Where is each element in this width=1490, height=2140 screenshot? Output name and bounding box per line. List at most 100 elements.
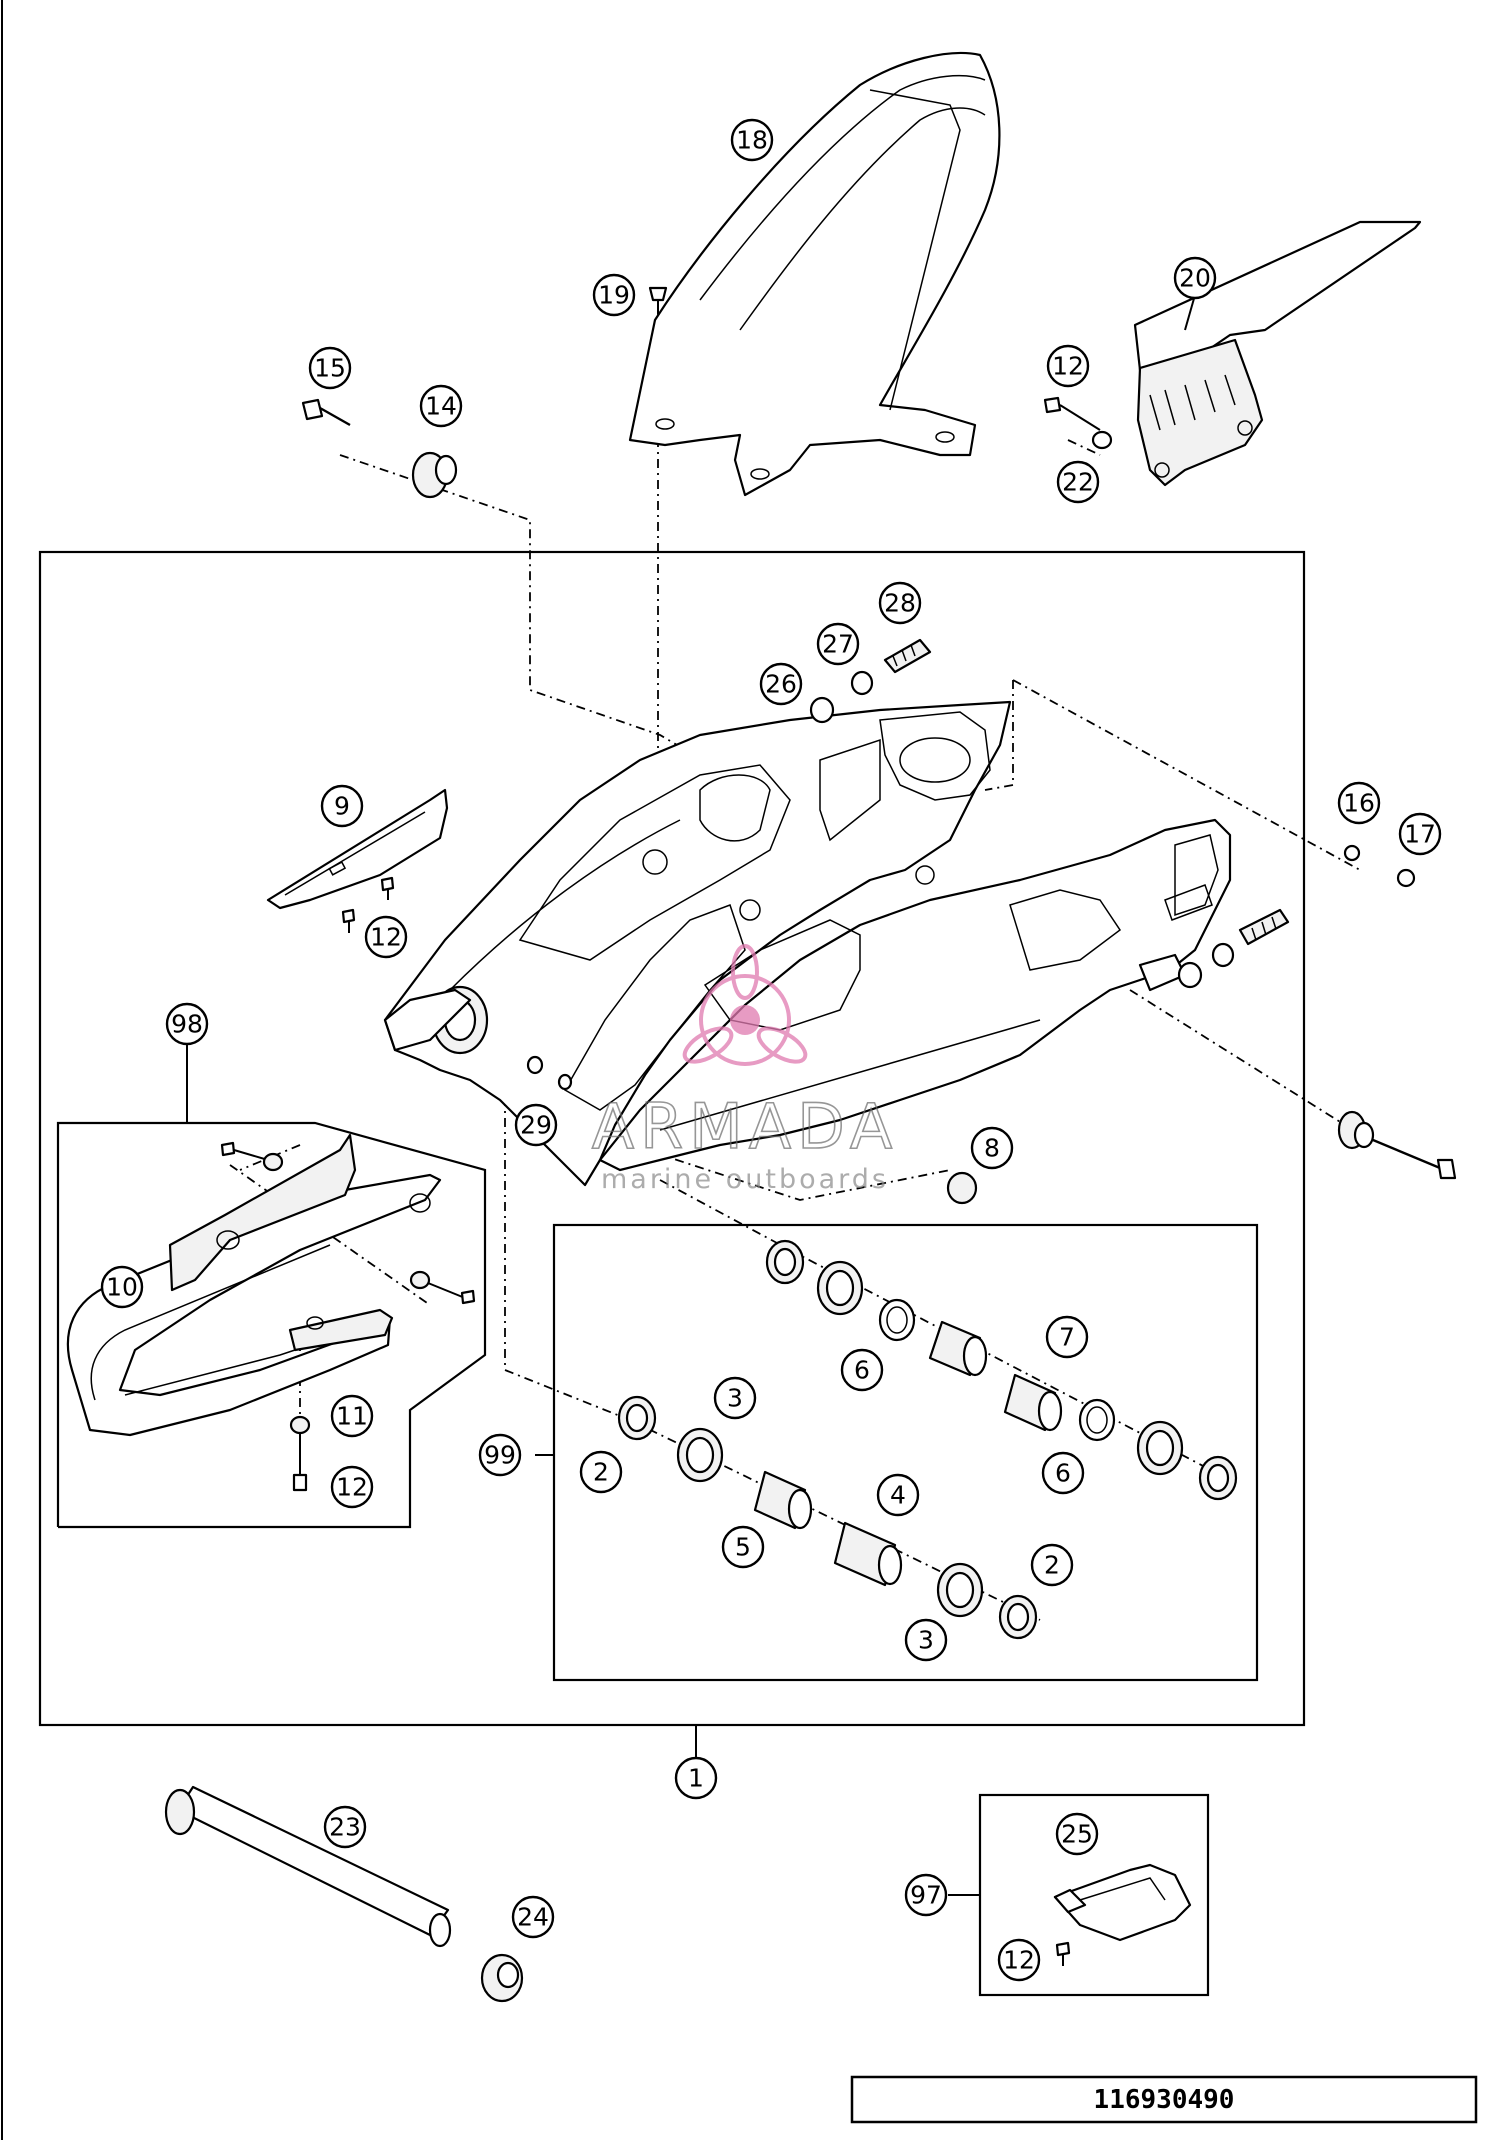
svg-text:12: 12 xyxy=(1003,1946,1035,1975)
callout-19: 19 xyxy=(592,273,636,317)
chain-guard-kit-frame xyxy=(56,1121,487,1529)
svg-text:3: 3 xyxy=(918,1626,934,1655)
part-number-box xyxy=(850,2075,1478,2124)
callout-12b: 12 xyxy=(364,915,408,959)
svg-text:24: 24 xyxy=(517,1903,549,1932)
guide-screw-lower xyxy=(409,1270,476,1305)
svg-text:7: 7 xyxy=(1059,1323,1075,1352)
svg-text:12: 12 xyxy=(1052,352,1084,381)
callout-3a: 3 xyxy=(713,1376,757,1420)
guard-washer xyxy=(1091,430,1113,450)
swingarm-right-arm xyxy=(598,818,1232,1172)
callout-14: 14 xyxy=(419,384,463,428)
bearing-kit-frame xyxy=(552,1223,1259,1682)
svg-text:25: 25 xyxy=(1061,1820,1093,1849)
callout-6a: 6 xyxy=(840,1348,884,1392)
svg-text:6: 6 xyxy=(1055,1459,1071,1488)
callout-8: 8 xyxy=(970,1126,1014,1170)
svg-text:16: 16 xyxy=(1343,789,1375,818)
svg-text:2: 2 xyxy=(1044,1551,1060,1580)
axle-bolt-right xyxy=(1337,1110,1457,1180)
callout-98: 98 xyxy=(165,1002,209,1046)
svg-text:17: 17 xyxy=(1404,820,1436,849)
watermark-logo xyxy=(682,944,808,1066)
svg-text:8: 8 xyxy=(984,1134,1000,1163)
callout-15: 15 xyxy=(308,346,352,390)
bearing-row-upper xyxy=(765,1239,1238,1501)
callout-4: 4 xyxy=(876,1473,920,1517)
plug-29 xyxy=(526,1055,544,1075)
guide-screw-upper xyxy=(220,1141,284,1172)
svg-text:12: 12 xyxy=(336,1473,368,1502)
bushing-14 xyxy=(411,451,458,499)
svg-text:4: 4 xyxy=(890,1481,906,1510)
svg-text:26: 26 xyxy=(765,670,797,699)
svg-text:14: 14 xyxy=(425,392,457,421)
svg-text:20: 20 xyxy=(1179,264,1211,293)
svg-text:15: 15 xyxy=(314,354,346,383)
svg-text:19: 19 xyxy=(598,281,630,310)
callout-28: 28 xyxy=(878,581,922,625)
svg-text:2: 2 xyxy=(593,1458,609,1487)
callout-12d: 12 xyxy=(997,1938,1041,1982)
callout-5: 5 xyxy=(721,1525,765,1569)
svg-text:18: 18 xyxy=(736,126,768,155)
callout-3b: 3 xyxy=(904,1618,948,1662)
adjuster-washer-26 xyxy=(809,696,835,724)
svg-text:28: 28 xyxy=(884,589,916,618)
svg-text:1: 1 xyxy=(688,1764,704,1793)
guide-nut-11 xyxy=(289,1415,311,1492)
callout-20: 20 xyxy=(1173,256,1217,300)
washer-16 xyxy=(1343,844,1361,862)
callout-7: 7 xyxy=(1045,1315,1089,1359)
svg-text:11: 11 xyxy=(336,1402,368,1431)
svg-text:5: 5 xyxy=(735,1533,751,1562)
svg-text:99: 99 xyxy=(484,1441,516,1470)
part-number: 116930490 xyxy=(1094,2085,1235,2115)
svg-text:98: 98 xyxy=(171,1010,203,1039)
rear-fender xyxy=(628,51,1001,497)
callout-22: 22 xyxy=(1056,460,1100,504)
svg-text:9: 9 xyxy=(334,792,350,821)
callout-9: 9 xyxy=(320,784,364,828)
callout-29: 29 xyxy=(514,1103,558,1147)
svg-text:29: 29 xyxy=(520,1111,552,1140)
bearing-row-lower xyxy=(617,1395,1038,1640)
svg-text:22: 22 xyxy=(1062,468,1094,497)
svg-text:27: 27 xyxy=(822,630,854,659)
swingarm-axle xyxy=(164,1785,452,1948)
guard-screw xyxy=(1043,396,1101,431)
slider-screw-25 xyxy=(1055,1941,1071,1966)
adjuster-nut-27 xyxy=(850,670,874,696)
callout-16: 16 xyxy=(1337,781,1381,825)
callout-18: 18 xyxy=(730,118,774,162)
watermark-tagline: marine outboards xyxy=(601,1164,889,1195)
chain-adjuster-lower xyxy=(1238,908,1290,946)
chain-adjuster-upper xyxy=(883,638,932,674)
callout-26: 26 xyxy=(759,662,803,706)
watermark-brand: ARMADA xyxy=(592,1090,898,1163)
swingarm-assembly-frame xyxy=(38,550,1306,1727)
callout-2b: 2 xyxy=(1030,1543,1074,1587)
callout-12c: 12 xyxy=(330,1465,374,1509)
svg-text:12: 12 xyxy=(370,923,402,952)
axle-nut xyxy=(480,1953,524,2003)
callout-2a: 2 xyxy=(579,1450,623,1494)
callout-17: 17 xyxy=(1398,812,1442,856)
svg-text:10: 10 xyxy=(106,1273,138,1302)
nut-17 xyxy=(1396,868,1416,888)
callout-25: 25 xyxy=(1055,1812,1099,1856)
callout-11: 11 xyxy=(330,1394,374,1438)
callout-23: 23 xyxy=(323,1805,367,1849)
slider-screw xyxy=(341,876,395,933)
upper-chain-guard xyxy=(1133,220,1422,374)
fender-screw xyxy=(648,286,668,314)
callout-6b: 6 xyxy=(1041,1451,1085,1495)
callout-12a: 12 xyxy=(1046,344,1090,388)
callout-24: 24 xyxy=(511,1895,555,1939)
svg-text:6: 6 xyxy=(854,1356,870,1385)
callout-99: 99 xyxy=(478,1433,522,1477)
callout-1: 1 xyxy=(674,1756,718,1800)
bolt-15 xyxy=(301,398,351,427)
